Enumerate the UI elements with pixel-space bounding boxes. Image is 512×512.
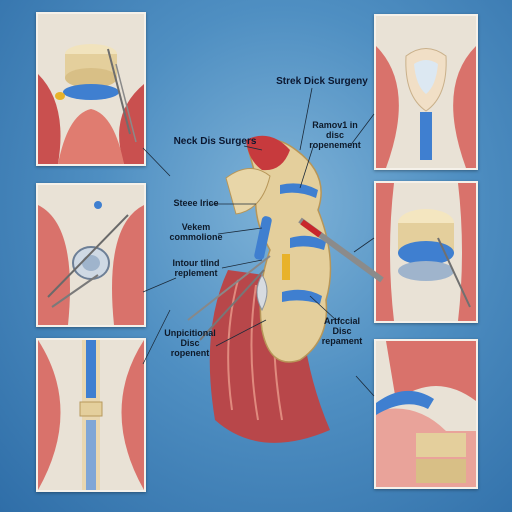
panel-spine-stack-closeup xyxy=(36,338,146,492)
panel-artificial-disc-closeup xyxy=(374,181,478,323)
panel-disc-removal-closeup xyxy=(36,12,146,166)
disc-spacer xyxy=(256,274,268,312)
inflamed-region xyxy=(246,135,290,171)
panel-disc-insertion-top-right xyxy=(374,14,478,170)
label-intour: Intour tlind replement xyxy=(172,258,220,278)
label-steee: Steee lrice xyxy=(173,198,219,208)
spine-stack-art xyxy=(38,340,144,490)
panel-disc-insertion-closeup xyxy=(36,183,146,327)
muscle-fiber xyxy=(250,284,259,421)
label-unpicitional: Unpicitional Disc ropenent xyxy=(164,328,216,358)
blue-implant xyxy=(254,216,272,260)
label-artificial: Artfccial Disc repament xyxy=(321,316,363,346)
vertebra-process xyxy=(225,168,271,215)
disc-insertion-art xyxy=(38,201,144,325)
label-neck-title: Neck Dis Surgers xyxy=(173,136,257,147)
label-vekem: Vekem commolione xyxy=(169,222,223,242)
instrument-red-tip xyxy=(300,219,322,238)
lower-segment-art xyxy=(376,341,476,487)
disc-middle xyxy=(290,235,326,250)
artificial-disc-art xyxy=(376,183,476,321)
label-top-right-title: Strek Dick Surgeny xyxy=(276,76,368,87)
label-removal: Ramov1 in disc ropenement xyxy=(309,120,361,150)
yellow-implant xyxy=(282,254,290,280)
surgical-probe-left xyxy=(199,269,265,341)
panel-lower-segment-closeup xyxy=(374,339,478,489)
disc-removal-art xyxy=(38,44,144,164)
disc-insertion-tr-art xyxy=(376,46,476,168)
